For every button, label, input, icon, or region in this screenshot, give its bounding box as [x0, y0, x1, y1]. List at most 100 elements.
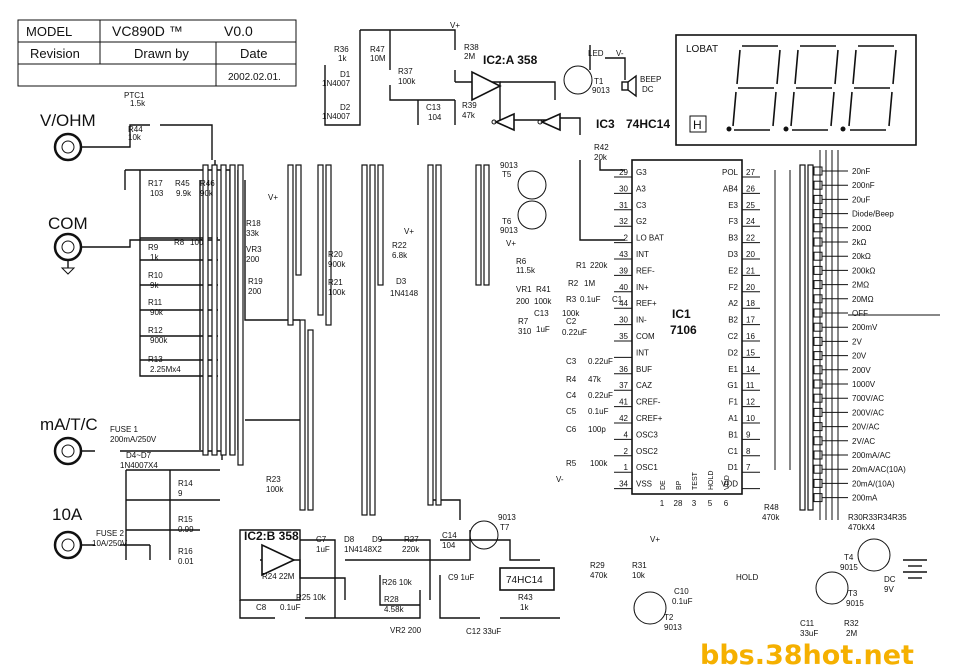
- range-contact: [813, 322, 823, 332]
- digit-2-icon: [790, 45, 839, 131]
- ic1-pin-name: BP: [676, 480, 683, 490]
- drawn-by-label: Drawn by: [134, 46, 189, 61]
- svg-text:C4: C4: [566, 391, 577, 400]
- svg-text:R29: R29: [590, 561, 605, 570]
- svg-text:R43: R43: [518, 593, 533, 602]
- svg-text:100k: 100k: [590, 459, 608, 468]
- svg-text:V+: V+: [404, 227, 414, 236]
- range-contact: [813, 393, 823, 403]
- svg-text:D9: D9: [372, 535, 383, 544]
- svg-text:4.58k: 4.58k: [384, 605, 405, 614]
- ic1-pin-number: 27: [746, 168, 755, 177]
- svg-text:470k: 470k: [762, 513, 780, 522]
- svg-text:R17: R17: [148, 179, 163, 188]
- svg-text:R32: R32: [844, 619, 859, 628]
- ic1-pin-number: 20: [746, 283, 755, 292]
- range-label: 700V/AC: [852, 394, 884, 403]
- ic1-pin-name: C1: [728, 447, 739, 456]
- svg-text:R7: R7: [518, 317, 529, 326]
- svg-text:0.01: 0.01: [178, 557, 194, 566]
- ic1-pin-number: 12: [746, 398, 755, 407]
- ic1-pin-name: IN+: [636, 283, 649, 292]
- svg-text:R42: R42: [594, 143, 609, 152]
- vohm-jack-icon: [53, 132, 83, 162]
- svg-text:470k: 470k: [590, 571, 608, 580]
- svg-text:R36: R36: [334, 45, 349, 54]
- ic1-pin-number: 2: [624, 447, 629, 456]
- ic1-pin-name: REF-: [636, 266, 655, 275]
- range-label: 200V/AC: [852, 408, 884, 417]
- svg-text:R19: R19: [248, 277, 263, 286]
- terminal-com-label: COM: [48, 214, 88, 233]
- svg-text:R15: R15: [178, 515, 193, 524]
- ic1-name: IC1: [672, 307, 691, 321]
- range-contact: [813, 265, 823, 275]
- ic1-pin-number: 11: [746, 381, 755, 390]
- svg-text:D2: D2: [340, 103, 351, 112]
- ic1-pin-number: 9: [746, 430, 751, 439]
- svg-text:100k: 100k: [266, 485, 284, 494]
- ic1-pin-number: 10: [746, 414, 755, 423]
- svg-text:90k: 90k: [150, 308, 164, 317]
- svg-text:1k: 1k: [520, 603, 529, 612]
- ic1-pin-number: 4: [624, 430, 629, 439]
- ma-jack-icon: [53, 436, 83, 466]
- svg-text:R48: R48: [764, 503, 779, 512]
- a10-jack-icon: [53, 530, 83, 560]
- svg-text:0.22uF: 0.22uF: [562, 328, 587, 337]
- svg-text:T4: T4: [844, 553, 854, 562]
- range-contact: [813, 450, 823, 460]
- svg-text:20k: 20k: [594, 153, 608, 162]
- ic2b-label: IC2:B 358: [244, 529, 299, 543]
- svg-text:200mA/250V: 200mA/250V: [110, 435, 157, 444]
- svg-text:100k: 100k: [398, 77, 416, 86]
- svg-text:200: 200: [516, 297, 530, 306]
- ic1-pin-number: 30: [619, 184, 628, 193]
- svg-text:104: 104: [428, 113, 442, 122]
- range-contact: [813, 180, 823, 190]
- svg-text:1uF: 1uF: [316, 545, 330, 554]
- input-terminals: V/OHM COM mA/T/C 10A: [40, 111, 98, 560]
- svg-text:9013: 9013: [498, 513, 516, 522]
- ic1-pin-number: 34: [619, 480, 628, 489]
- range-switch-bars: [202, 164, 814, 516]
- ic1-pin-number: 36: [619, 365, 628, 374]
- hc14-box: 74HC14: [499, 567, 555, 591]
- svg-text:R18: R18: [246, 219, 261, 228]
- svg-text:100k: 100k: [562, 309, 580, 318]
- ic1-pin-number: 16: [746, 332, 755, 341]
- svg-text:C1: C1: [612, 295, 623, 304]
- svg-text:C2: C2: [566, 317, 577, 326]
- ic1-pin-name: F1: [729, 398, 739, 407]
- svg-text:0.99: 0.99: [178, 525, 194, 534]
- svg-text:PTC1: PTC1: [124, 91, 145, 100]
- ic1-pin-number: 3: [692, 499, 697, 508]
- svg-text:100p: 100p: [588, 425, 606, 434]
- svg-text:R21: R21: [328, 278, 343, 287]
- svg-text:9V: 9V: [884, 585, 894, 594]
- svg-text:V+: V+: [506, 239, 516, 248]
- range-label: 20V: [852, 352, 867, 361]
- ic1-7106: IC1 7106: [631, 159, 743, 495]
- ic1-pin-name: LO BAT: [636, 234, 664, 243]
- svg-text:D8: D8: [344, 535, 355, 544]
- range-contact: [813, 308, 823, 318]
- svg-text:LED: LED: [588, 49, 604, 58]
- date-label: Date: [240, 46, 267, 61]
- svg-text:VR2 200: VR2 200: [390, 626, 422, 635]
- svg-text:D3: D3: [396, 277, 407, 286]
- svg-text:R22: R22: [392, 241, 407, 250]
- svg-text:R28: R28: [384, 595, 399, 604]
- svg-text:2M: 2M: [846, 629, 857, 638]
- ic1-pin-number: 24: [746, 217, 755, 226]
- svg-text:C3: C3: [566, 357, 577, 366]
- svg-text:T1: T1: [594, 77, 604, 86]
- svg-text:R9: R9: [148, 243, 159, 252]
- svg-text:11.5k: 11.5k: [516, 266, 536, 275]
- ic1-pin-number: 29: [619, 168, 628, 177]
- ic1-pin-name: VSS: [636, 480, 652, 489]
- ic2a-opamp: IC2:A 358: [471, 53, 538, 102]
- ic1-pin-name: D1: [728, 463, 739, 472]
